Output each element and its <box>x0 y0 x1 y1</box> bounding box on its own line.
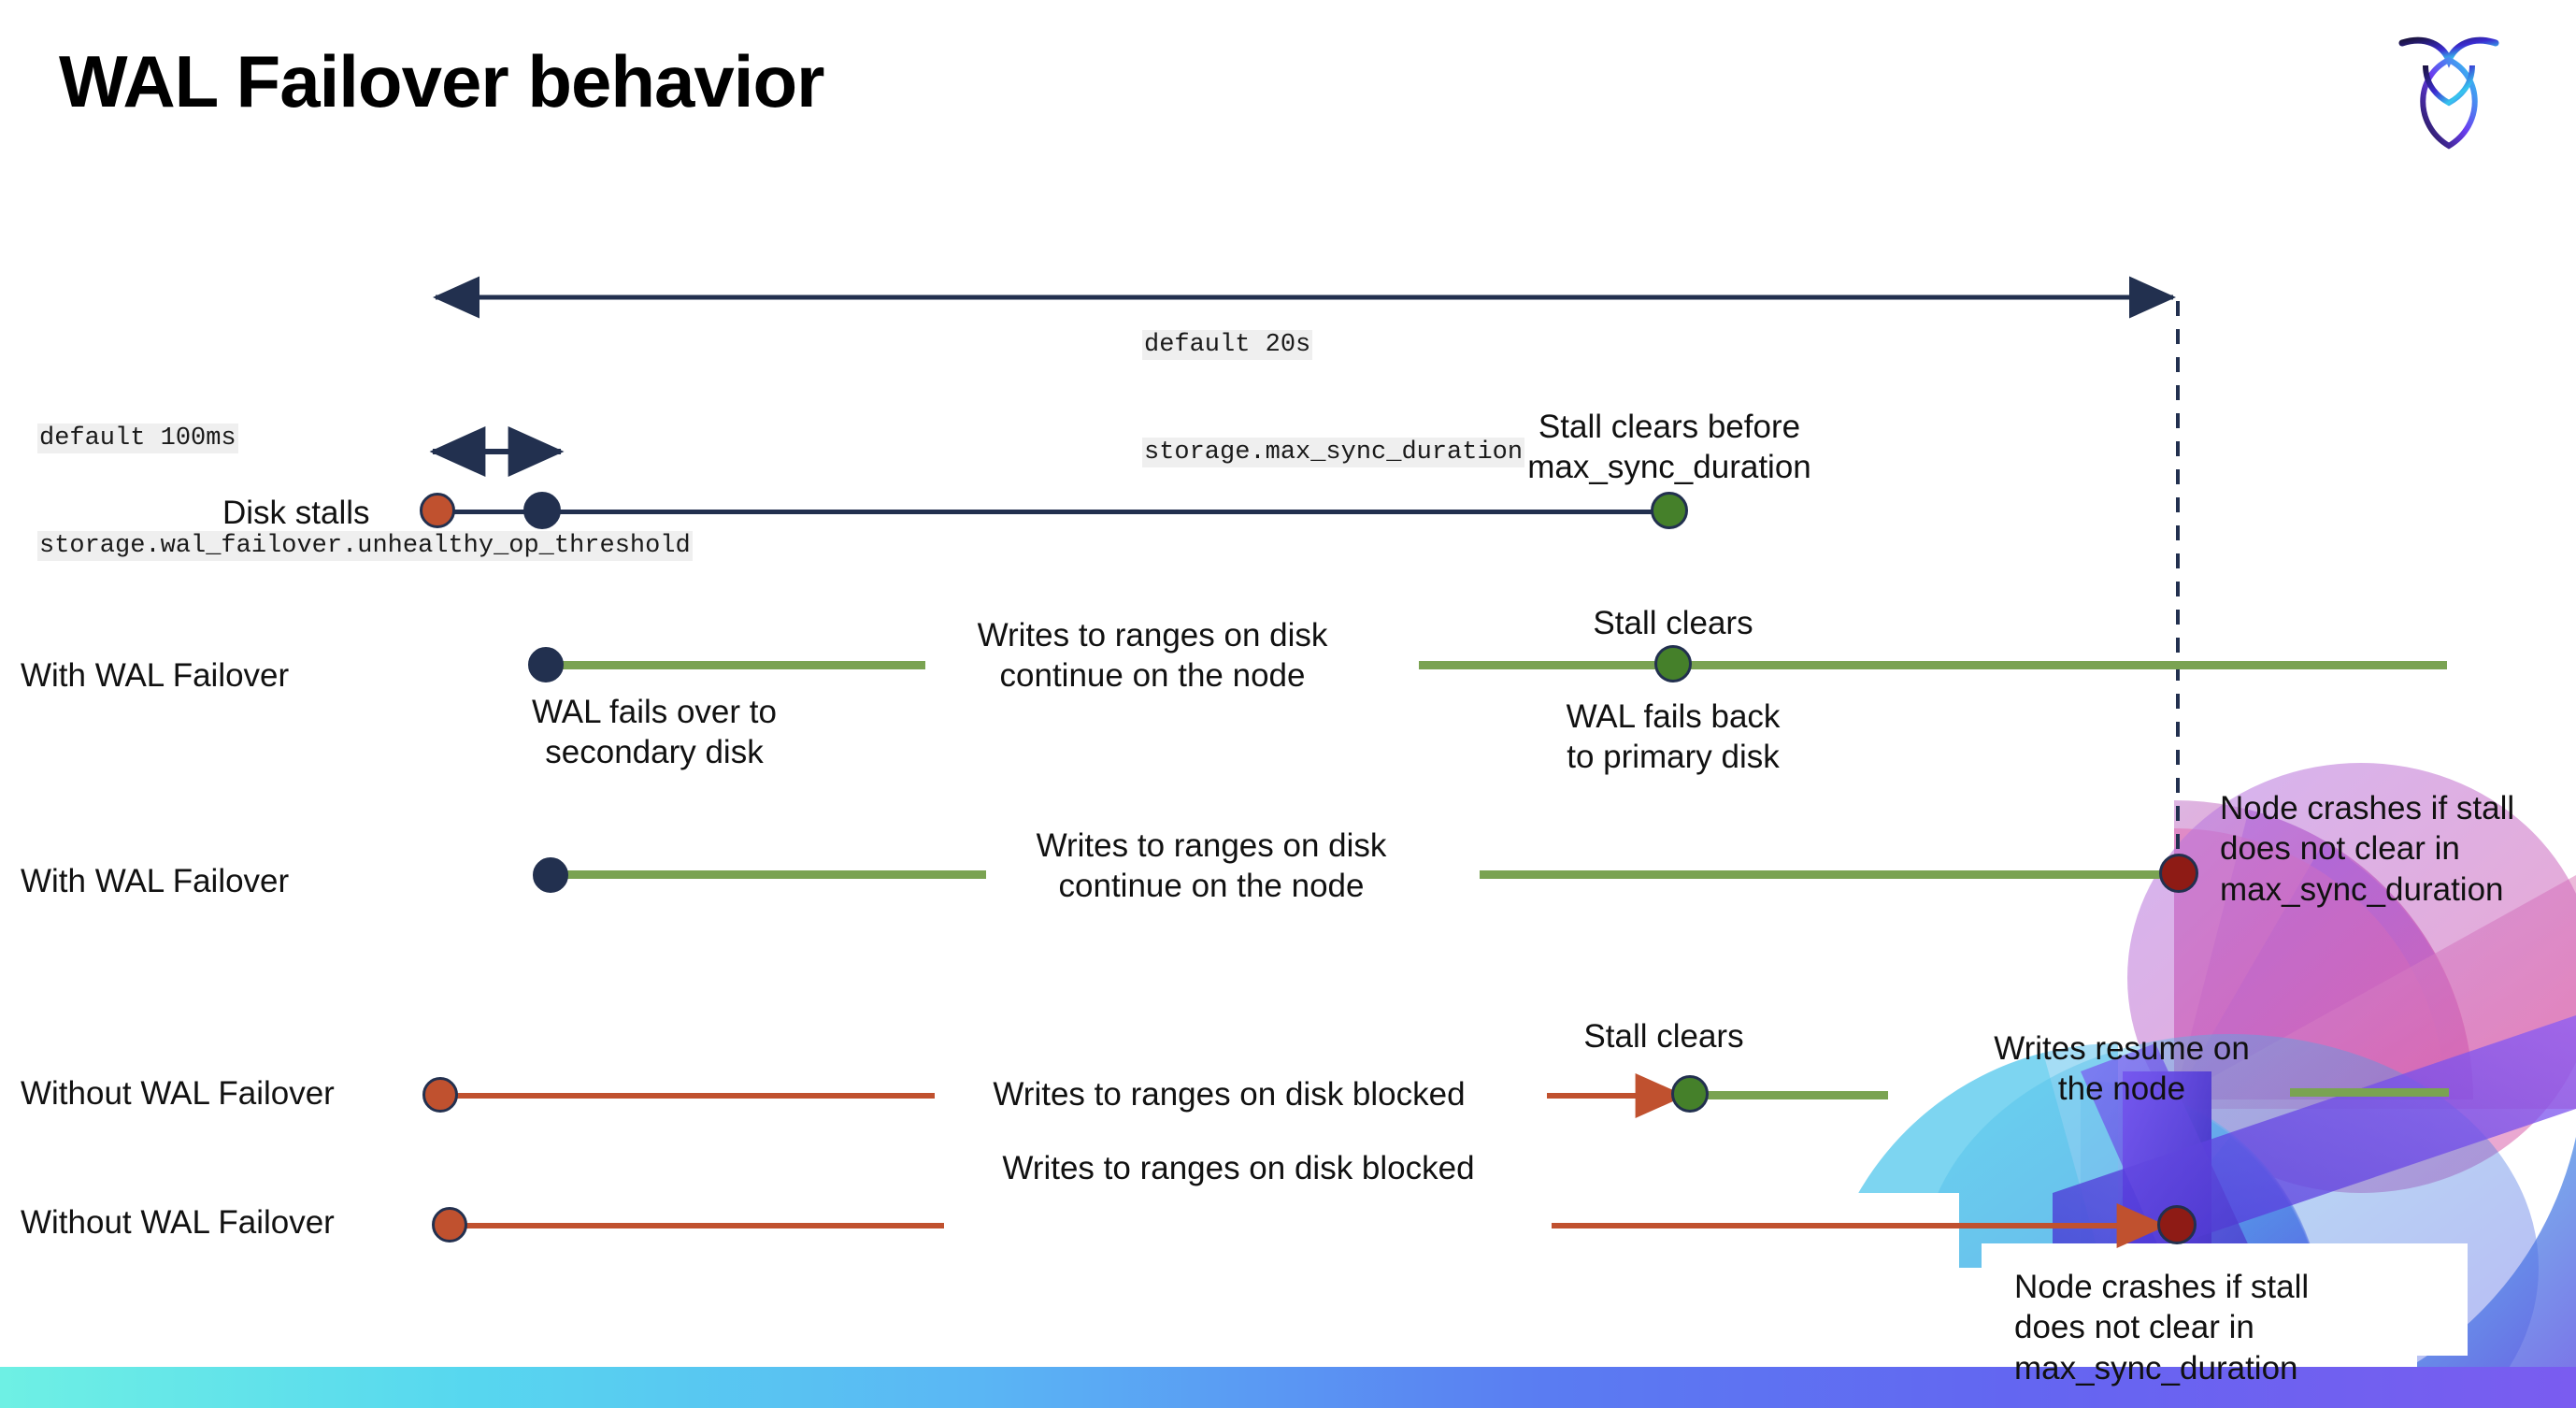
wal-failover-line-seg2 <box>1419 661 2447 669</box>
max-sync-default-text: default 20s <box>1142 329 1313 360</box>
resume-line-row4-seg1 <box>1696 1091 1888 1099</box>
caption-backdrop <box>1982 1243 2468 1356</box>
blocked-line-row5 <box>458 1223 944 1228</box>
max-sync-setting-text: storage.max_sync_duration <box>1142 437 1525 467</box>
wal-failover-crash-start-dot <box>533 857 568 893</box>
callout-node-crashes-2: Node crashes if stall does not clear in … <box>2014 1269 2310 1386</box>
wal-failover-crash-line-seg1 <box>547 870 986 879</box>
row-label-without-wal-failover-1: Without WAL Failover <box>21 1075 335 1112</box>
row-label-disk-stalls: Disk stalls <box>222 495 370 531</box>
disk-stall-failover-dot <box>523 492 561 529</box>
callout-wal-fails-over: WAL fails over to secondary disk <box>532 694 777 771</box>
page-title: WAL Failover behavior <box>59 40 824 122</box>
disk-stall-start-dot-row4 <box>422 1077 458 1113</box>
callout-writes-resume: Writes resume on the node <box>1994 1030 2250 1108</box>
annotation-unhealthy-op-threshold: default 100ms storage.wal_failover.unhea… <box>37 349 693 636</box>
callout-writes-blocked-1: Writes to ranges on disk blocked <box>993 1076 1466 1113</box>
disk-stall-start-dot-row5 <box>432 1207 467 1243</box>
callout-wal-fails-back: WAL fails back to primary disk <box>1566 698 1781 776</box>
row-label-without-wal-failover-2: Without WAL Failover <box>21 1204 335 1241</box>
stall-clears-dot-row4 <box>1671 1075 1709 1113</box>
cockroachdb-logo-icon <box>2398 36 2499 150</box>
wal-failover-stall-clears-dot <box>1654 645 1692 682</box>
bottom-accent-bar <box>0 1367 2576 1408</box>
node-crash-dot-1 <box>2159 854 2198 893</box>
callout-stall-clears-before: Stall clears before max_sync_duration <box>1527 409 1811 486</box>
resume-line-row4-seg2 <box>2290 1088 2449 1097</box>
annotation-max-sync-duration: default 20s storage.max_sync_duration <box>1142 255 1525 542</box>
callout-writes-continue-1: Writes to ranges on disk continue on the… <box>977 617 1328 695</box>
row-label-with-wal-failover-2: With WAL Failover <box>21 863 290 899</box>
wal-failover-line-seg1 <box>537 661 925 669</box>
unhealthy-default-text: default 100ms <box>37 423 238 453</box>
callout-stall-clears-1: Stall clears <box>1593 605 1753 641</box>
unhealthy-setting-text: storage.wal_failover.unhealthy_op_thresh… <box>37 530 693 561</box>
disk-stall-clears-dot <box>1651 492 1688 529</box>
callout-stall-clears-2: Stall clears <box>1583 1018 1744 1055</box>
callout-writes-blocked-2: Writes to ranges on disk blocked <box>1002 1150 1475 1186</box>
callout-node-crashes-1: Node crashes if stall does not clear in … <box>2220 790 2515 908</box>
wal-failover-start-dot <box>528 647 564 682</box>
blocked-line-row4 <box>449 1093 935 1099</box>
wal-failover-crash-line-seg2 <box>1480 870 2181 879</box>
disk-stall-start-dot <box>420 493 455 528</box>
callout-writes-continue-2: Writes to ranges on disk continue on the… <box>1036 827 1387 905</box>
disk-stall-timeline-line <box>439 510 1673 514</box>
node-crash-dot-2 <box>2157 1205 2197 1244</box>
row-label-with-wal-failover-1: With WAL Failover <box>21 657 290 694</box>
